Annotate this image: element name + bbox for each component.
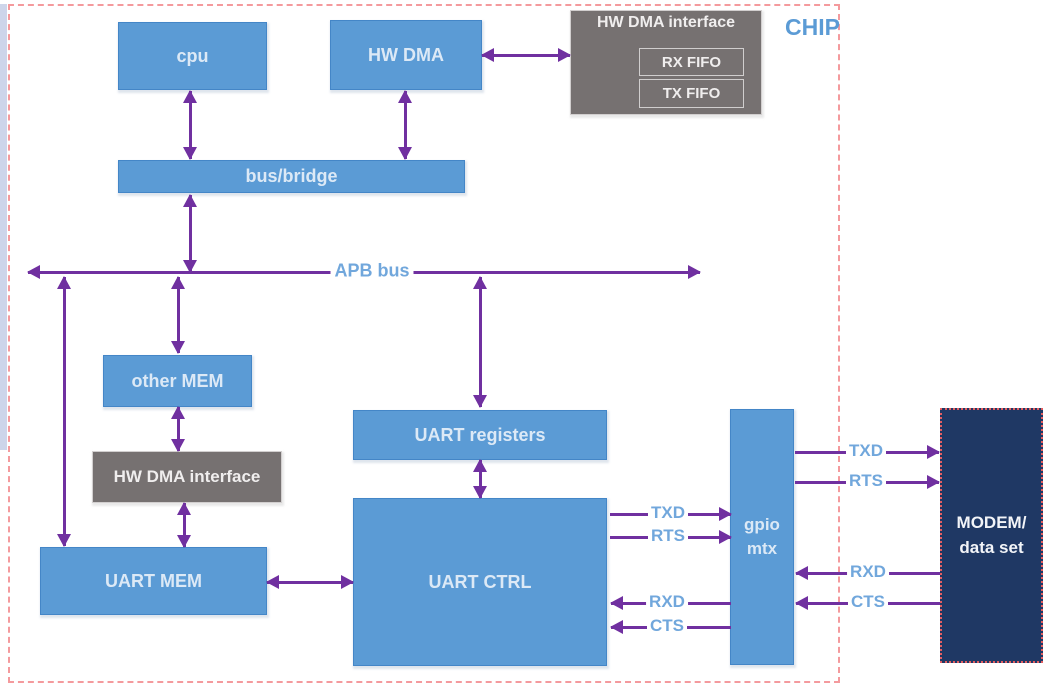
tx-fifo-block: TX FIFO — [639, 79, 744, 108]
modem-label-line1: MODEM/ — [956, 512, 1027, 532]
signal-label-rts-ctrl-gpio: RTS — [648, 527, 688, 546]
signal-label-rxd-gpio-ctrl: RXD — [646, 593, 688, 612]
arrow-othermem-hwdmainterface — [176, 407, 180, 451]
gpio-mtx-label-line2: mtx — [746, 539, 778, 558]
arrow-hwdma-busbridge — [403, 91, 407, 159]
modem-label-line2: data set — [959, 537, 1024, 557]
uart-mem-block: UART MEM — [40, 547, 267, 615]
uart-registers-label: UART registers — [414, 424, 546, 445]
arrow-uartregisters-uartctrl — [478, 460, 482, 498]
signal-label-txd-gpio-modem: TXD — [846, 442, 886, 461]
hw-dma-interface-bottom-block: HW DMA interface — [92, 451, 282, 503]
chip-label: CHIP — [785, 14, 840, 40]
other-mem-label: other MEM — [131, 370, 224, 391]
signal-label-txd-ctrl-gpio: TXD — [648, 504, 688, 523]
apb-bus-label: APB bus — [330, 260, 414, 282]
uart-ctrl-block: UART CTRL — [353, 498, 607, 666]
cpu-block: cpu — [118, 22, 267, 90]
arrow-apb-uartmem — [62, 277, 66, 546]
window-edge-strip — [0, 4, 7, 450]
uart-registers-block: UART registers — [353, 410, 607, 460]
tx-fifo-label: TX FIFO — [662, 85, 721, 102]
arrow-hwdma-hwdmainterface — [482, 53, 570, 57]
signal-label-cts-modem-gpio: CTS — [848, 593, 888, 612]
arrow-busbridge-apb — [188, 195, 192, 272]
uart-ctrl-label: UART CTRL — [428, 571, 532, 592]
arrow-uartmem-uartctrl — [267, 580, 353, 584]
arrow-hwdmainterface-uartmem — [182, 503, 186, 547]
gpio-mtx-block: gpio mtx — [730, 409, 794, 665]
rx-fifo-label: RX FIFO — [661, 53, 722, 71]
signal-label-rxd-modem-gpio: RXD — [847, 563, 889, 582]
signal-label-rts-gpio-modem: RTS — [846, 472, 886, 491]
cpu-label: cpu — [176, 45, 209, 66]
arrow-apb-othermem — [176, 277, 180, 353]
bus-bridge-block: bus/bridge — [118, 160, 465, 193]
hw-dma-label: HW DMA — [368, 44, 444, 65]
modem-block: MODEM/ data set — [940, 408, 1043, 663]
hw-dma-block: HW DMA — [330, 20, 482, 90]
rx-fifo-block: RX FIFO — [639, 48, 744, 76]
hw-dma-interface-top-label: HW DMA interface — [596, 14, 736, 31]
uart-mem-label: UART MEM — [105, 570, 202, 591]
bus-bridge-label: bus/bridge — [245, 166, 338, 186]
hw-dma-interface-top-block: HW DMA interface RX FIFO TX FIFO — [570, 10, 762, 115]
arrow-cpu-busbridge — [188, 91, 192, 159]
hw-dma-interface-bottom-label: HW DMA interface — [113, 467, 261, 486]
signal-label-cts-gpio-ctrl: CTS — [647, 617, 687, 636]
gpio-mtx-label-line1: gpio — [744, 515, 780, 535]
arrow-apb-uartregisters — [478, 277, 482, 407]
chip-boundary — [8, 4, 840, 683]
other-mem-block: other MEM — [103, 355, 252, 407]
